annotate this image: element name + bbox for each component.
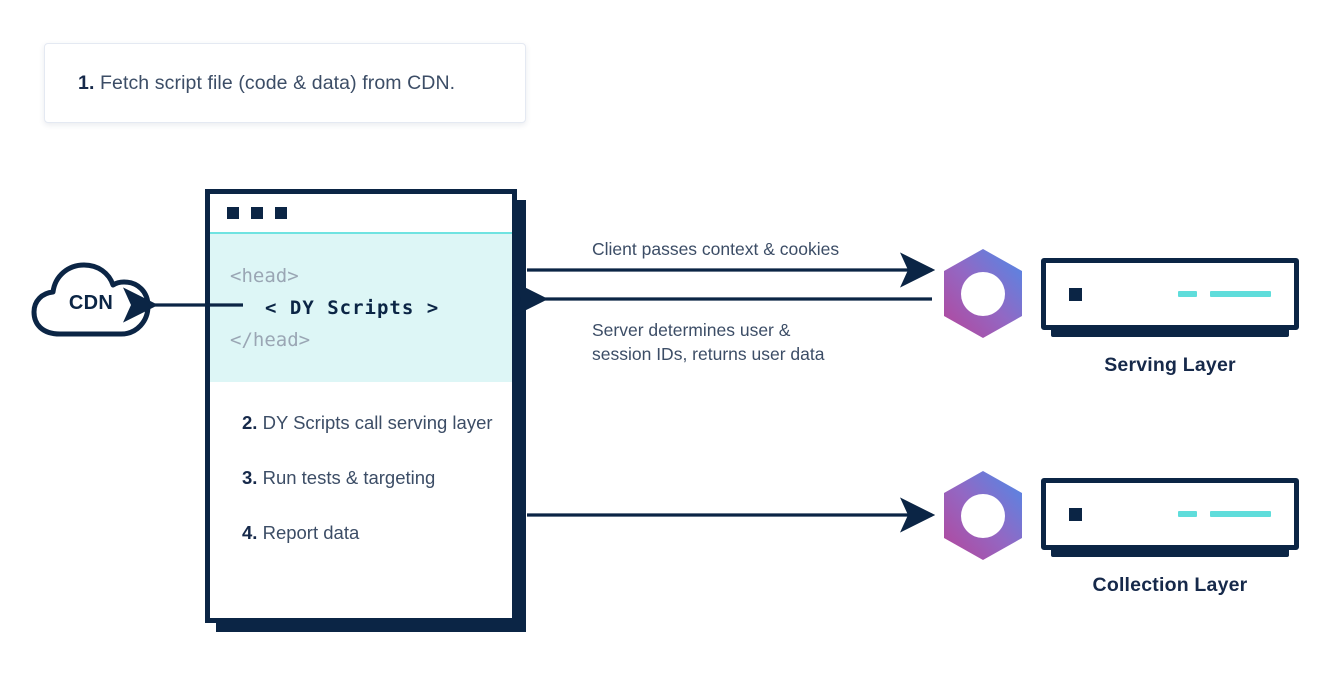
server-dash-short-icon [1178,291,1197,297]
server-body [1041,478,1299,550]
step-1-number: 1. [78,71,95,94]
titlebar-dot-1-icon [227,207,239,219]
server-indicator-group [1178,291,1271,297]
browser-window: <head> < DY Scripts > </head> 2. DY Scri… [205,189,517,623]
hexagon-dashboard-icon-collection [944,471,1022,560]
step-4-item: 4. Report data [242,520,512,546]
server-foot [1051,330,1289,337]
server-dash-long-icon [1210,511,1271,517]
step-1-label: Fetch script file (code & data) from CDN… [94,71,456,94]
browser-titlebar [210,194,512,234]
step-4-label: Report data [257,522,360,543]
server-indicator-group [1178,511,1271,517]
arrow-label-server-line1: Server determines user & [592,320,791,340]
step-4-number: 4. [242,522,258,543]
browser-steps-list: 2. DY Scripts call serving layer 3. Run … [210,382,512,546]
arrow-label-server-determines: Server determines user & session IDs, re… [592,318,824,366]
step-3-number: 3. [242,467,258,488]
step-1-text: 1. Fetch script file (code & data) from … [45,72,455,95]
titlebar-dot-2-icon [251,207,263,219]
step-3-label: Run tests & targeting [257,467,436,488]
server-serving-layer: Serving Layer [1041,258,1299,377]
step-2-item: 2. DY Scripts call serving layer [242,410,512,436]
server-led-icon [1069,507,1082,521]
server-foot [1051,550,1289,557]
code-line-head-open: <head> [230,265,299,287]
step-2-label: DY Scripts call serving layer [257,412,493,433]
step-3-item: 3. Run tests & targeting [242,465,512,491]
code-line-head-close: </head> [230,329,311,351]
cdn-label: CDN [68,291,114,314]
arrow-label-server-line2: session IDs, returns user data [592,344,825,364]
hexagon-dashboard-icon-serving [944,249,1022,338]
code-block: <head> < DY Scripts > </head> [210,234,512,382]
server-label-serving: Serving Layer [1104,354,1236,376]
step-2-number: 2. [242,412,258,433]
code-line-dy-scripts: < DY Scripts > [265,297,440,319]
server-dash-long-icon [1210,291,1271,297]
step-1-callout-card: 1. Fetch script file (code & data) from … [44,43,526,123]
server-body [1041,258,1299,330]
titlebar-dot-3-icon [275,207,287,219]
arrow-label-client-passes: Client passes context & cookies [592,239,840,259]
server-dash-short-icon [1178,511,1197,517]
server-label-collection: Collection Layer [1092,574,1248,596]
server-led-icon [1069,287,1082,301]
server-collection-layer: Collection Layer [1041,478,1299,597]
